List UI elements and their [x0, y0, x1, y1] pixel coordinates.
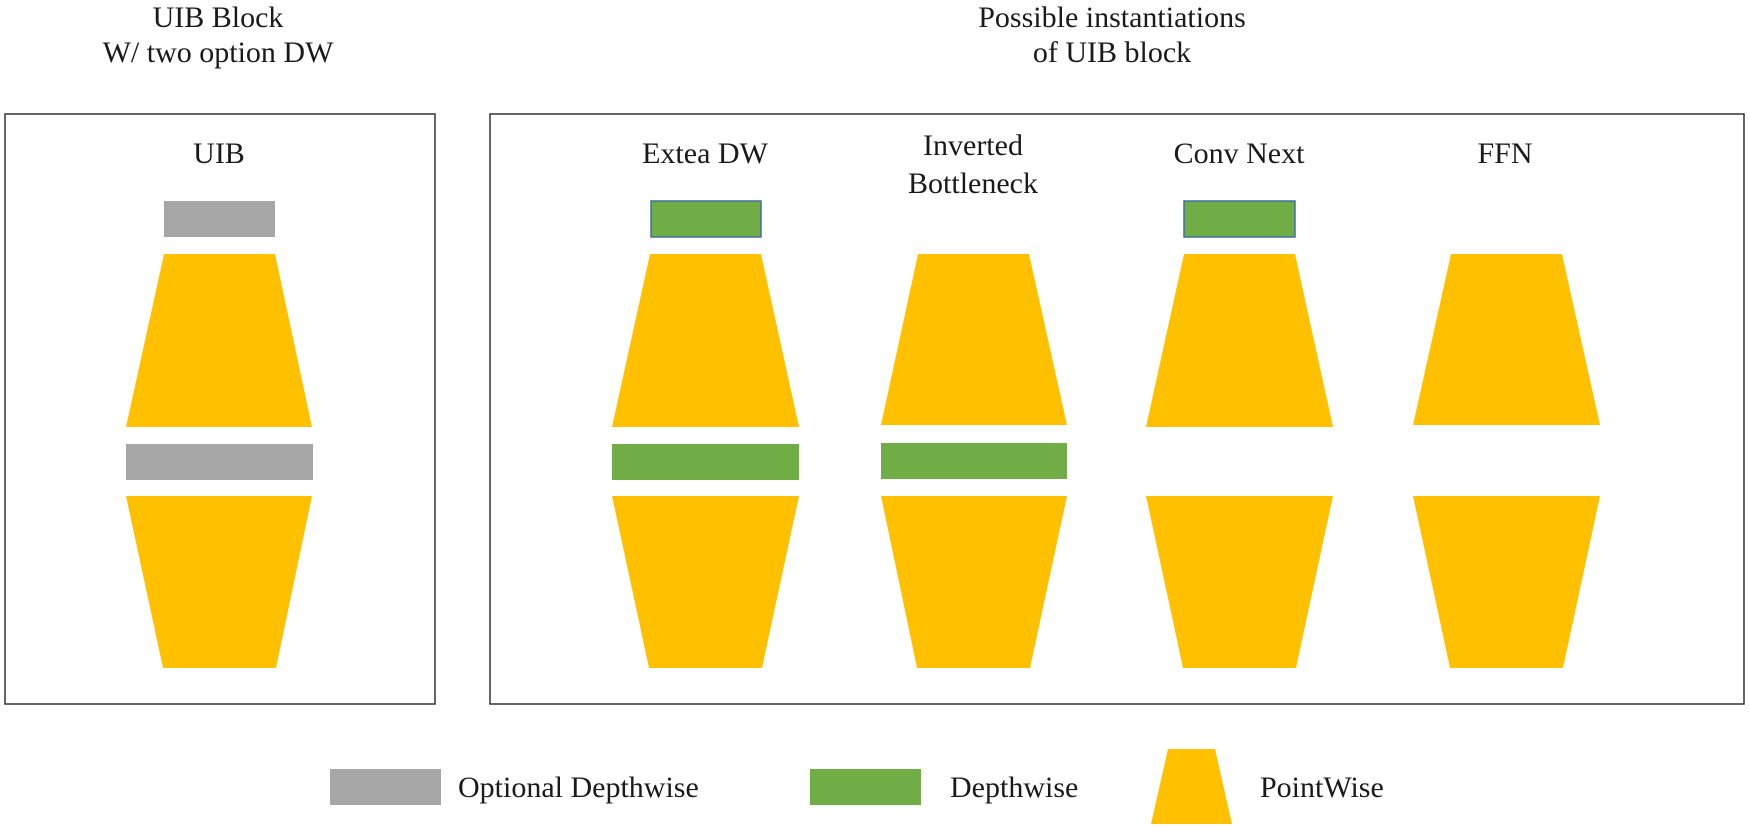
instantiation-inverted-bottleneck: Inverted Bottleneck	[881, 129, 1067, 668]
instantiation-conv-next: Conv Next	[1146, 137, 1333, 668]
left-title-line1: UIB Block	[153, 1, 284, 34]
conv-next-label: Conv Next	[1174, 137, 1305, 170]
right-title-line1: Possible instantiations	[978, 1, 1246, 34]
legend-depthwise-label: Depthwise	[950, 771, 1078, 804]
ffn-label: FFN	[1477, 137, 1532, 170]
conv-next-pointwise-expand	[1146, 254, 1333, 427]
uib-optional-depthwise-top	[164, 201, 275, 237]
inverted-bottleneck-pointwise-expand	[881, 254, 1067, 425]
uib-pointwise-expand	[126, 254, 312, 427]
extra-dw-depthwise-top	[650, 200, 762, 238]
legend-pointwise-label: PointWise	[1260, 771, 1384, 804]
instantiation-ffn: FFN	[1413, 137, 1600, 668]
conv-next-depthwise-top	[1183, 200, 1296, 238]
instantiation-extra-dw: Extea DW	[612, 137, 799, 668]
ffn-pointwise-project	[1413, 496, 1600, 668]
extra-dw-label: Extea DW	[642, 137, 768, 170]
ffn-pointwise-expand	[1413, 254, 1600, 425]
legend-depthwise-swatch	[810, 769, 921, 805]
inverted-bottleneck-depthwise	[881, 443, 1067, 479]
uib-panel-frame	[4, 113, 436, 705]
legend: Optional Depthwise Depthwise PointWise	[330, 749, 1384, 824]
legend-optional-depthwise-swatch	[330, 769, 441, 805]
uib-optional-depthwise-mid	[126, 444, 313, 480]
uib-pointwise-project	[126, 496, 312, 668]
extra-dw-pointwise-expand	[612, 254, 799, 427]
extra-dw-depthwise-mid	[612, 444, 799, 480]
uib-label: UIB	[193, 137, 245, 170]
inverted-bottleneck-label-line1: Inverted	[923, 129, 1023, 162]
left-title-line2: W/ two option DW	[103, 36, 334, 69]
extra-dw-pointwise-project	[612, 496, 799, 668]
inverted-bottleneck-label-line2: Bottleneck	[908, 167, 1038, 200]
legend-pointwise-swatch	[1151, 749, 1232, 824]
right-title-line2: of UIB block	[1033, 36, 1191, 69]
conv-next-pointwise-project	[1146, 496, 1333, 668]
inverted-bottleneck-pointwise-project	[881, 496, 1067, 668]
instantiations-panel-frame	[489, 113, 1745, 705]
legend-optional-depthwise-label: Optional Depthwise	[458, 771, 699, 804]
